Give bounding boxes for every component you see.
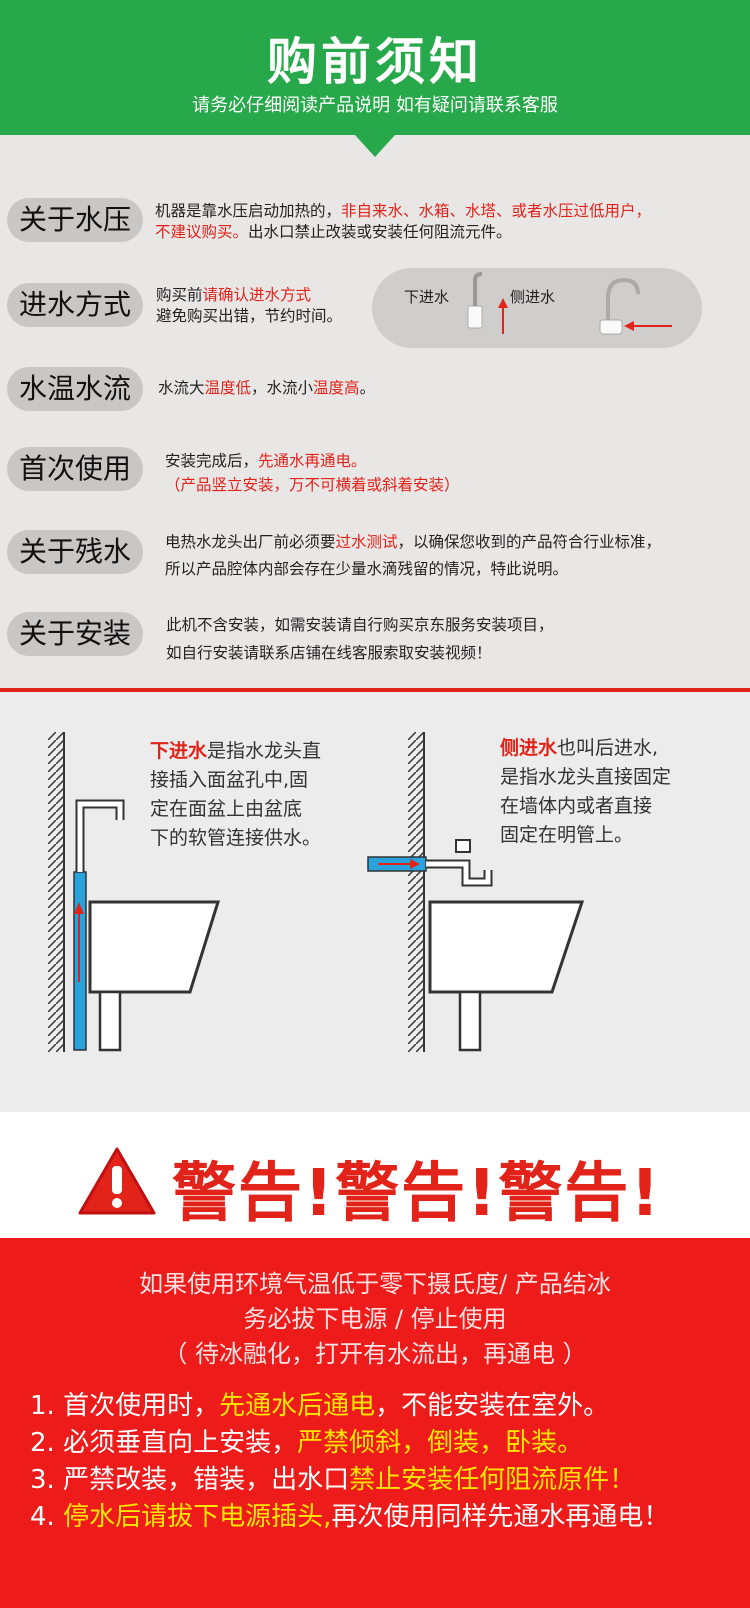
bottom-inlet-faucet-icon (467, 272, 508, 334)
bottom-inlet-line-4: 下的软管连接供水。 (150, 827, 322, 849)
notice-first-use-text: 安装完成后，先通水再通电。 （产品竖立安装，万不可横着或斜着安装） (165, 449, 725, 497)
bottom-inlet-label: 下进水 (404, 288, 450, 306)
bottom-inlet-diagram (48, 732, 221, 1052)
residual-text-4: 所以产品腔体内部会存在少量水滴残留的情况，特此说明。 (165, 560, 569, 578)
tag-install: 关于安装 (7, 612, 143, 656)
bottom-inlet-line-1: 是指水龙头直 (207, 740, 322, 762)
bottom-inlet-highlight: 下进水 (150, 740, 208, 762)
notice-install-text: 此机不含安装，如需安装请自行购买京东服务安装项目， 如自行安装请联系店铺在线客服… (166, 611, 736, 667)
warning-rule-4: 4. 停水后请拔下电源插头,再次使用同样先通水再通电！ (30, 1502, 670, 1532)
temp-text-3: ，水流小 (251, 379, 314, 397)
install-text-2: 如自行安装请联系店铺在线客服索取安装视频！ (166, 644, 492, 662)
inlet-text-3: 避免购买出错，节约时间。 (156, 307, 343, 325)
bottom-inlet-line-3: 定在面盆上由盆底 (150, 798, 303, 820)
notice-pressure-text: 机器是靠水压启动加热的，非自来水、水箱、水塔、或者水压过低用户， 不建议购买。出… (155, 201, 735, 243)
tag-first-use: 首次使用 (7, 447, 143, 491)
warning-panel (0, 1238, 750, 1608)
section-divider (0, 688, 750, 692)
bottom-inlet-line-2: 接插入面盆孔中,固 (150, 769, 309, 791)
warning-rule-1: 1. 首次使用时，先通水后通电，不能安装在室外。 (30, 1391, 610, 1421)
first-text-1: 安装完成后， (165, 452, 259, 470)
tag-pressure: 关于水压 (7, 198, 143, 242)
warning-intro-3: （ 待冰融化，打开有水流出，再通电 ） (163, 1340, 587, 1368)
pressure-text-4: 出水口禁止改装或安装任何阻流元件。 (248, 223, 512, 241)
side-inlet-line-2: 是指水龙头直接固定 (500, 766, 672, 788)
page-subtitle: 请务必仔细阅读产品说明 如有疑问请联系客服 (192, 95, 558, 116)
warning-rule-2: 2. 必须垂直向上安装，严禁倾斜，倒装，卧装。 (30, 1428, 584, 1458)
side-inlet-line-4: 固定在明管上。 (500, 824, 634, 846)
side-inlet-line-3: 在墙体内或者直接 (500, 795, 653, 817)
residual-text-2: 过水测试 (335, 533, 398, 551)
residual-text-3: ，以确保您收到的产品符合行业标准， (397, 533, 662, 551)
residual-text-1: 电热水龙头出厂前必须要 (165, 533, 336, 551)
inlet-diagrams (48, 732, 585, 1052)
inlet-faucet-icons (467, 272, 672, 335)
header-arrow-icon (355, 135, 395, 157)
tag-inlet: 进水方式 (7, 283, 143, 327)
inlet-text-1: 购买前 (156, 286, 203, 304)
side-inlet-faucet-icon (599, 277, 672, 335)
side-inlet-description: 侧进水也叫后进水, 是指水龙头直接固定 在墙体内或者直接 固定在明管上。 (500, 734, 671, 850)
install-text-1: 此机不含安装，如需安装请自行购买京东服务安装项目， (166, 616, 554, 634)
pressure-text-2: 非自来水、水箱、水塔、或者水压过低用户， (341, 202, 652, 220)
side-inlet-line-1: 也叫后进水, (557, 737, 659, 759)
tag-temperature: 水温水流 (7, 367, 143, 411)
inlet-text-2: 请确认进水方式 (202, 286, 312, 304)
warning-intro-2: 务必拔下电源 / 停止使用 (243, 1305, 507, 1333)
pressure-text-3: 不建议购买。 (155, 223, 249, 241)
temp-text-4: 温度高 (313, 379, 360, 397)
page-title: 购前须知 (267, 33, 483, 91)
warning-icon (78, 1147, 156, 1215)
side-inlet-highlight: 侧进水 (500, 737, 558, 759)
side-inlet-label: 侧进水 (510, 288, 556, 306)
temp-text-2: 温度低 (204, 379, 252, 397)
notice-inlet-text: 购买前请确认进水方式 避免购买出错，节约时间。 (156, 285, 376, 327)
temp-text-5: 。 (359, 379, 376, 397)
tag-residual: 关于残水 (7, 530, 143, 574)
first-text-3: （产品竖立安装，万不可横着或斜着安装） (165, 476, 460, 494)
inlet-types-box (372, 268, 702, 348)
warning-intro-1: 如果使用环境气温低于零下摄氏度/ 产品结冰 (139, 1270, 611, 1298)
bottom-inlet-description: 下进水是指水龙头直 接插入面盆孔中,固 定在面盆上由盆底 下的软管连接供水。 (150, 737, 321, 853)
temp-text-1: 水流大 (158, 379, 205, 397)
first-text-2: 先通水再通电。 (258, 452, 367, 470)
notice-temperature-text: 水流大温度低，水流小温度高。 (158, 378, 375, 399)
warning-rule-3: 3. 严禁改装，错装，出水口禁止安装任何阻流原件！ (30, 1465, 636, 1495)
pressure-text-1: 机器是靠水压启动加热的， (155, 202, 342, 220)
side-inlet-diagram (367, 732, 585, 1052)
notice-residual-text: 电热水龙头出厂前必须要过水测试，以确保您收到的产品符合行业标准， 所以产品腔体内… (165, 529, 745, 583)
header-banner: 购前须知 请务必仔细阅读产品说明 如有疑问请联系客服 (0, 0, 750, 135)
warning-title: 警告!警告!警告! (172, 1157, 662, 1231)
